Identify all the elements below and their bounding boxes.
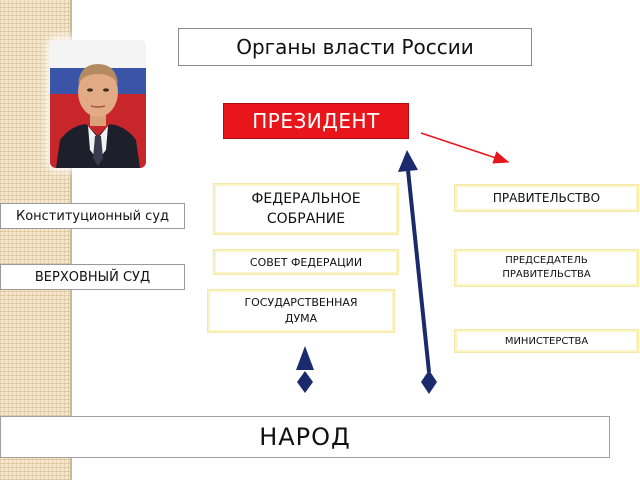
state-duma-box: ГОСУДАРСТВЕННАЯ ДУМА [208,290,394,332]
people-box: НАРОД [0,416,610,458]
portrait-image [50,40,146,168]
supreme-court-box: ВЕРХОВНЫЙ СУД [0,264,185,290]
sidebar-divider [70,0,72,480]
people-to-duma-arrow [296,346,314,393]
federal-assembly-label: ФЕДЕРАЛЬНОЕ СОБРАНИЕ [251,191,361,227]
president-to-government-arrow [420,132,510,164]
state-duma-label: ГОСУДАРСТВЕННАЯ ДУМА [244,296,358,325]
government-box: ПРАВИТЕЛЬСТВО [455,185,638,211]
president-portrait-icon [50,40,146,168]
federal-assembly-box: ФЕДЕРАЛЬНОЕ СОБРАНИЕ [214,184,398,234]
chairman-label: ПРЕДСЕДАТЕЛЬ ПРАВИТЕЛЬСТВА [502,255,591,280]
federation-council-box: СОВЕТ ФЕДЕРАЦИИ [214,250,398,274]
ministries-box: МИНИСТЕРСТВА [455,330,638,352]
diagram-title: Органы власти России [178,28,532,66]
president-box: ПРЕЗИДЕНТ [223,103,409,139]
chairman-box: ПРЕДСЕДАТЕЛЬ ПРАВИТЕЛЬСТВА [455,250,638,286]
constitutional-court-box: Конституционный суд [0,203,185,229]
people-to-president-arrow [398,150,437,394]
